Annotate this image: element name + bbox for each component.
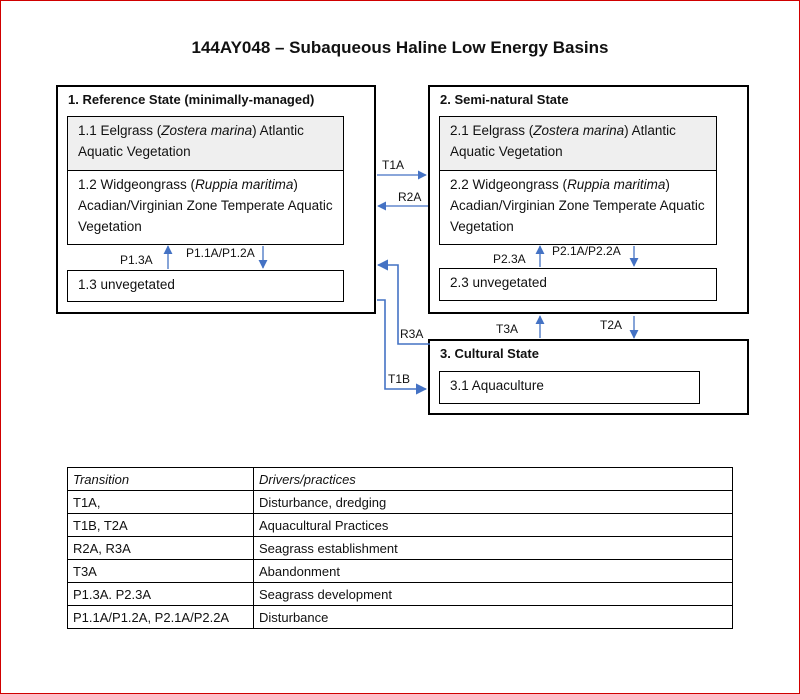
phase-2-1-text: 2.1 Eelgrass ( (450, 123, 534, 138)
table-row: T3A Abandonment (67, 559, 733, 583)
legend-driver-cell: Disturbance, dredging (253, 490, 733, 514)
label-r2a: R2A (398, 190, 422, 204)
arrow-t1b (377, 299, 428, 395)
phase-2-3: 2.3 unvegetated (439, 268, 717, 301)
phase-1-2-text: 1.2 Widgeongrass ( (78, 177, 196, 192)
legend-driver-cell: Seagrass development (253, 582, 733, 606)
legend-header-drivers: Drivers/practices (253, 467, 733, 491)
legend-driver-cell: Seagrass establishment (253, 536, 733, 560)
table-row: R2A, R3A Seagrass establishment (67, 536, 733, 560)
legend-transition-cell: T1B, T2A (67, 513, 254, 537)
phase-1-1-text-end: ) Atlantic Aquatic Vegetation (78, 123, 304, 159)
phase-1-1-text: 1.1 Eelgrass ( (78, 123, 162, 138)
label-p2-3a: P2.3A (493, 252, 526, 266)
legend-header-transition: Transition (67, 467, 254, 491)
state-3-title: 3. Cultural State (440, 346, 539, 361)
state-1-title: 1. Reference State (minimally-managed) (68, 92, 315, 107)
legend-driver-cell: Abandonment (253, 559, 733, 583)
legend-driver-cell: Disturbance (253, 605, 733, 629)
arrow-r3a (376, 259, 430, 345)
table-row: P1.3A. P2.3A Seagrass development (67, 582, 733, 606)
legend-transition-cell: T1A, (67, 490, 254, 514)
phase-2-2-text-end: ) Acadian/Virginian Zone Temperate Aquat… (450, 177, 705, 234)
phase-3-1: 3.1 Aquaculture (439, 371, 700, 404)
phase-1-2-text-end: ) Acadian/Virginian Zone Temperate Aquat… (78, 177, 333, 234)
legend-header-row: Transition Drivers/practices (67, 467, 733, 491)
table-row: T1B, T2A Aquacultural Practices (67, 513, 733, 537)
phase-2-1: 2.1 Eelgrass (Zostera marina) Atlantic A… (439, 116, 717, 171)
label-t1b: T1B (388, 372, 411, 386)
phase-1-3-text: 1.3 unvegetated (78, 277, 175, 292)
state-2-title: 2. Semi-natural State (440, 92, 569, 107)
label-t1a: T1A (382, 158, 405, 172)
phase-2-2: 2.2 Widgeongrass (Ruppia maritima) Acadi… (439, 170, 717, 245)
label-p2-1a-p2-2a: P2.1A/P2.2A (552, 244, 621, 258)
table-row: P1.1A/P1.2A, P2.1A/P2.2A Disturbance (67, 605, 733, 629)
phase-3-1-text: 3.1 Aquaculture (450, 378, 544, 393)
phase-2-3-text: 2.3 unvegetated (450, 275, 547, 290)
label-t2a: T2A (600, 318, 623, 332)
phase-1-3: 1.3 unvegetated (67, 270, 344, 302)
phase-1-2-species: Ruppia maritima (195, 177, 294, 192)
legend-driver-cell: Aquacultural Practices (253, 513, 733, 537)
phase-2-2-species: Ruppia maritima (567, 177, 666, 192)
label-p1-3a: P1.3A (120, 253, 153, 267)
phase-2-2-text: 2.2 Widgeongrass ( (450, 177, 568, 192)
table-row: T1A, Disturbance, dredging (67, 490, 733, 514)
label-r3a: R3A (400, 327, 424, 341)
phase-1-1-species: Zostera marina (161, 123, 253, 138)
transition-legend-table: Transition Drivers/practices T1A, Distur… (67, 467, 733, 629)
label-t3a: T3A (496, 322, 519, 336)
legend-transition-cell: T3A (67, 559, 254, 583)
diagram-title: 144AY048 – Subaqueous Haline Low Energy … (191, 38, 609, 57)
label-p1-1a-p1-2a: P1.1A/P1.2A (186, 246, 255, 260)
legend-transition-cell: P1.3A. P2.3A (67, 582, 254, 606)
legend-transition-cell: R2A, R3A (67, 536, 254, 560)
phase-1-2: 1.2 Widgeongrass (Ruppia maritima) Acadi… (67, 170, 344, 245)
phase-2-1-text-end: ) Atlantic Aquatic Vegetation (450, 123, 676, 159)
phase-2-1-species: Zostera marina (533, 123, 625, 138)
legend-transition-cell: P1.1A/P1.2A, P2.1A/P2.2A (67, 605, 254, 629)
